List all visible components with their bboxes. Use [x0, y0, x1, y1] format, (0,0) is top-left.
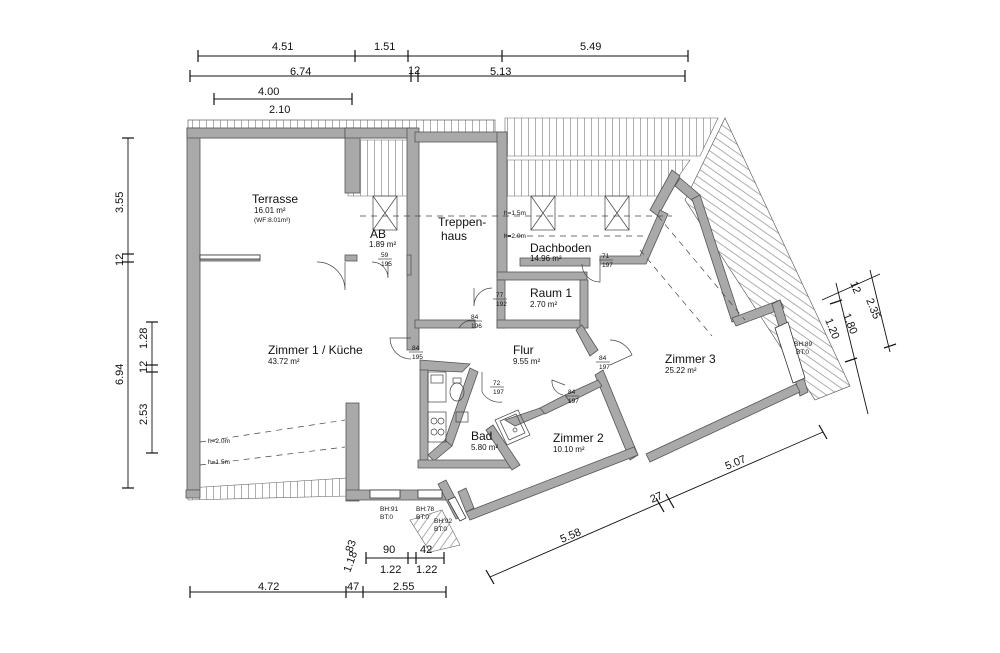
dim-bottom-83: 83 [344, 538, 359, 554]
door-label-top: 84 [568, 389, 576, 396]
window-label-bh: BH:91 [380, 506, 398, 513]
door-labels: 59 195 77 192 71 197 84 196 84 195 72 19… [378, 252, 613, 405]
window-label-bt: BT:0 [434, 526, 447, 533]
dim-top-12: 12 [408, 65, 420, 77]
door-label-bottom: 196 [471, 323, 482, 330]
dim-bottom-42: 42 [420, 544, 432, 556]
dim-bottom-255: 2.55 [393, 581, 414, 593]
dimensions-diagonal: 5.58 27 5.07 [485, 424, 828, 585]
door-label-bottom: 197 [493, 389, 504, 396]
room-terrasse-area: 16.01 m² [254, 206, 286, 215]
dim-top-674: 6.74 [290, 66, 311, 78]
dim-top-549: 5.49 [580, 41, 601, 53]
door-label-top: 77 [496, 292, 504, 299]
door-label-top: 84 [599, 355, 607, 362]
window-label-bh: BH:78 [416, 506, 434, 513]
room-labels: Terrasse 16.01 m² (WF:8.01m²) AB 1.89 m²… [252, 192, 716, 454]
dim-right-180: 1.80 [840, 312, 859, 336]
windows-drawing [199, 254, 806, 522]
dim-left-12: 12 [114, 254, 126, 266]
skylights [372, 195, 630, 231]
height-label-20-zimmer1: h=2.0m [208, 438, 230, 445]
dim-bottom-118: 1.18 [342, 550, 361, 574]
dim-bottom-122a: 1.22 [380, 564, 401, 576]
room-raum1-name: Raum 1 [530, 286, 572, 300]
dim-top-400: 4.00 [258, 86, 279, 98]
window-labels: BH:91 BT:0 BH:78 BT:0 BH:92 BT:0 BH:89 B… [380, 341, 812, 533]
dim-left-694: 6.94 [114, 364, 126, 385]
dim-left-253: 2.53 [138, 404, 150, 425]
door-label-top: 84 [471, 314, 479, 321]
fixtures [427, 371, 531, 446]
room-dachboden-area: 14.96 m² [530, 254, 562, 263]
dim-bottom-90: 90 [383, 544, 395, 556]
dimensions-bottom: 4.72 47 2.55 83 1.18 90 1.22 42 1.22 [189, 538, 447, 598]
roof-hatching [187, 117, 851, 553]
window-label-bh: BH:89 [794, 341, 812, 348]
walls [185, 127, 809, 521]
room-terrasse-name: Terrasse [252, 192, 298, 206]
dim-top-210: 2.10 [269, 104, 290, 116]
room-zimmer2-name: Zimmer 2 [553, 431, 604, 445]
height-labels: h=1.5m h=2.0m h=2.0m h=1.5m [208, 210, 526, 466]
room-terrasse-note: (WF:8.01m²) [254, 217, 290, 224]
room-flur-name: Flur [513, 343, 534, 357]
room-treppenhaus-line1: Treppen- [438, 215, 486, 229]
room-zimmer3-area: 25.22 m² [665, 366, 697, 375]
door-label-bottom: 195 [381, 261, 392, 268]
dim-bottom-472: 4.72 [258, 581, 279, 593]
room-zimmer3-name: Zimmer 3 [665, 352, 716, 366]
room-ab-area: 1.89 m² [369, 240, 396, 249]
dim-bottom-47: 47 [347, 581, 359, 593]
door-label-bottom: 197 [602, 262, 613, 269]
door-label-bottom: 197 [568, 398, 579, 405]
window-label-bh: BH:92 [434, 518, 452, 525]
room-treppenhaus-line2: haus [441, 229, 467, 243]
window-label-bt: BT:0 [796, 349, 809, 356]
door-label-bottom: 195 [412, 354, 423, 361]
height-label-15-dachboden: h=1.5m [504, 210, 526, 217]
dim-top-513: 5.13 [490, 66, 511, 78]
room-bad-name: Bad [471, 429, 492, 443]
dim-diag-558: 5.58 [558, 526, 582, 545]
dim-top-151: 1.51 [374, 41, 395, 53]
dim-right-12: 12 [847, 280, 863, 296]
dim-diag-27: 27 [648, 490, 664, 506]
dim-right-235: 2.35 [863, 297, 882, 321]
room-raum1-area: 2.70 m² [530, 300, 557, 309]
door-label-bottom: 192 [496, 301, 507, 308]
door-label-top: 71 [602, 253, 610, 260]
door-label-bottom: 197 [599, 364, 610, 371]
dim-left-128: 1.28 [138, 328, 150, 349]
door-label-top: 72 [493, 380, 501, 387]
door-label-top: 59 [381, 252, 389, 259]
room-zimmer1-name: Zimmer 1 / Küche [268, 343, 363, 357]
dimensions-top: 4.51 1.51 5.49 6.74 12 5.13 4.00 2.10 [189, 41, 689, 116]
dim-top-451: 4.51 [272, 41, 293, 53]
dim-left-355: 3.55 [114, 192, 126, 213]
room-ab-name: AB [370, 227, 386, 241]
room-bad-area: 5.80 m² [471, 443, 498, 452]
dimensions-left: 3.55 12 6.94 1.28 12 2.53 [114, 137, 158, 489]
dim-left-12b: 12 [138, 361, 150, 373]
dim-bottom-122b: 1.22 [416, 564, 437, 576]
room-zimmer1-area: 43.72 m² [268, 357, 300, 366]
room-dachboden-name: Dachboden [530, 241, 591, 255]
window-label-bt: BT:0 [416, 514, 429, 521]
height-label-20-dachboden: h=2.0m [504, 233, 526, 240]
room-flur-area: 9.55 m² [513, 357, 540, 366]
door-swings [316, 261, 633, 403]
door-label-top: 84 [412, 345, 420, 352]
window-label-bt: BT:0 [380, 514, 393, 521]
height-label-15-zimmer1: h=1.5m [208, 459, 230, 466]
height-lines [199, 215, 746, 466]
room-zimmer2-area: 10.10 m² [553, 445, 585, 454]
